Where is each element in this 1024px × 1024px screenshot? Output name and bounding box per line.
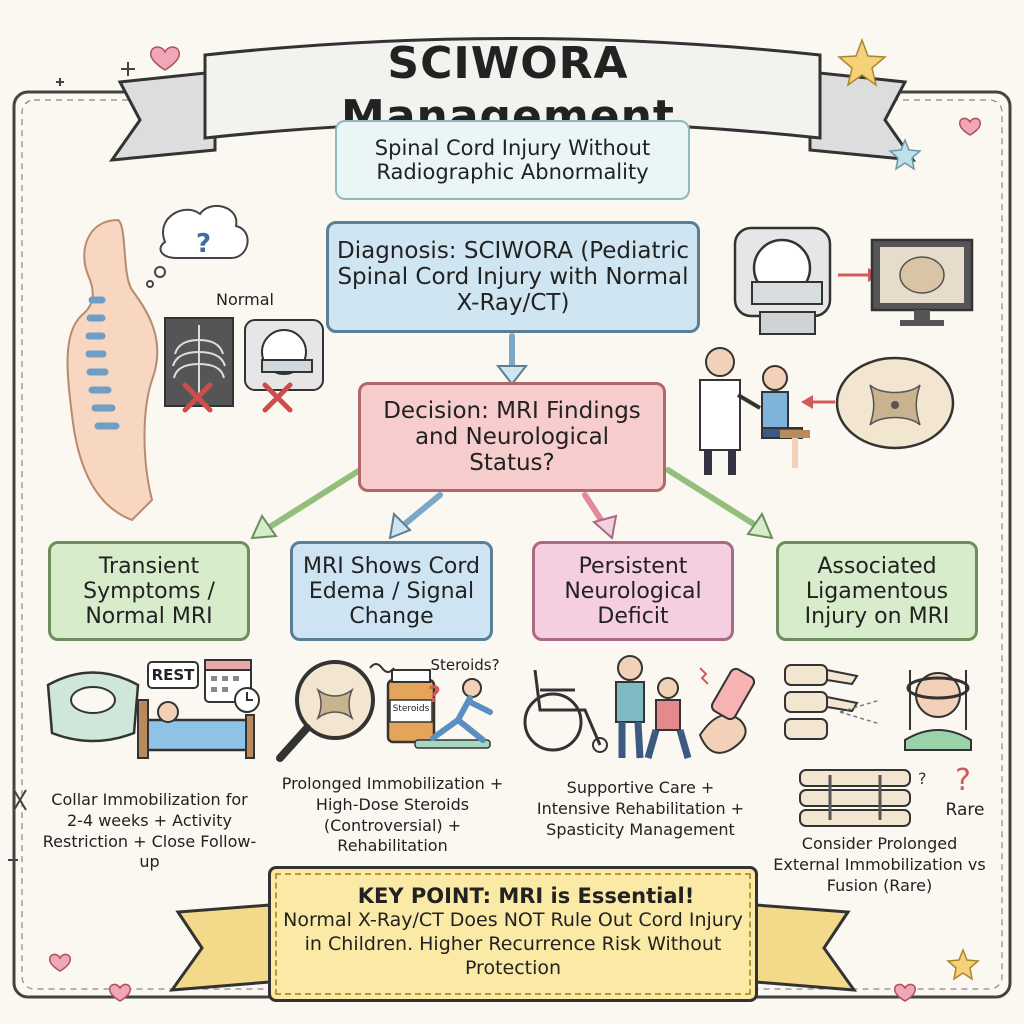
decision-box: Decision: MRI Findings and Neurological … [358, 382, 666, 492]
diagnosis-box: Diagnosis: SCIWORA (Pediatric Spinal Cor… [326, 221, 700, 333]
branch-title: Associated Ligamentous Injury on MRI [804, 553, 950, 629]
monitor-icon [870, 238, 974, 326]
page-title: SCIWORA Management [341, 38, 675, 142]
svg-text:?: ? [196, 229, 211, 259]
branch-persistent-deficit-box: Persistent Neurological Deficit [532, 541, 734, 641]
management-text-transient: Collar Immobilization for 2-4 weeks + Ac… [42, 790, 257, 872]
star-icon [888, 137, 922, 171]
spinal-cord-section-icon [835, 356, 955, 450]
subtitle-box: Spinal Cord Injury Without Radiographic … [335, 120, 690, 200]
branch-cord-edema-box: MRI Shows Cord Edema / Signal Change [290, 541, 493, 641]
diagnosis-text: Diagnosis: SCIWORA (Pediatric Spinal Cor… [337, 238, 690, 316]
bottle-label: Steroids [392, 704, 430, 714]
therapist-icon [615, 655, 692, 759]
xray-icon [164, 317, 234, 413]
key-point-body: Normal X-Ray/CT Does NOT Rule Out Cord I… [283, 909, 743, 979]
management-text-cord-edema: Prolonged Immobilization + High-Dose Ste… [281, 774, 504, 856]
branch-title: MRI Shows Cord Edema / Signal Change [302, 553, 480, 629]
key-point-heading: KEY POINT: MRI is Essential! [357, 884, 695, 908]
doctor-child-icon [699, 347, 810, 475]
rare-label: Rare [945, 800, 985, 820]
title-ribbon [108, 37, 917, 162]
key-point-box: KEY POINT: MRI is Essential! Normal X-Ra… [268, 866, 758, 1002]
vertebrae-icon [784, 664, 881, 740]
wheelchair-icon [523, 669, 608, 753]
steroids-question-label: Steroids? [430, 656, 500, 674]
magnifier-icon [276, 660, 375, 762]
svg-text:?: ? [955, 763, 971, 798]
halo-brace-icon [904, 670, 972, 751]
pill-bottle-icon [386, 669, 436, 744]
question-bubble-icon: ? [146, 205, 249, 288]
svg-text:?: ? [428, 683, 441, 708]
star-icon [837, 37, 980, 981]
spine-silhouette-icon [66, 218, 159, 522]
management-text-ligamentous: Consider Prolonged External Immobilizati… [773, 834, 986, 895]
heart-icon [48, 46, 982, 1002]
branch-title: Transient Symptoms / Normal MRI [83, 553, 215, 629]
bed-icon [137, 699, 255, 759]
management-text-persistent-deficit: Supportive Care + Intensive Rehabilitati… [536, 778, 745, 839]
decision-text: Decision: MRI Findings and Neurological … [383, 398, 641, 476]
subtitle-text: Spinal Cord Injury Without Radiographic … [374, 136, 651, 184]
ct-scanner-icon [244, 319, 324, 413]
branch-transient-box: Transient Symptoms / Normal MRI [48, 541, 250, 641]
hand-cream-icon [698, 667, 756, 754]
branch-title: Persistent Neurological Deficit [564, 553, 702, 629]
normal-label: Normal [216, 290, 274, 309]
cervical-collar-icon [46, 671, 140, 743]
exercise-person-icon [414, 678, 493, 749]
calendar-icon [204, 659, 260, 713]
rest-sign [147, 661, 199, 689]
branch-ligamentous-box: Associated Ligamentous Injury on MRI [776, 541, 978, 641]
svg-text:?: ? [918, 769, 927, 788]
rest-label: REST [151, 666, 195, 684]
flow-arrows [250, 333, 774, 540]
spine-fusion-icon: ? ? [799, 763, 971, 827]
question-icon: ? [428, 683, 441, 708]
mri-scanner-icon [733, 226, 832, 335]
